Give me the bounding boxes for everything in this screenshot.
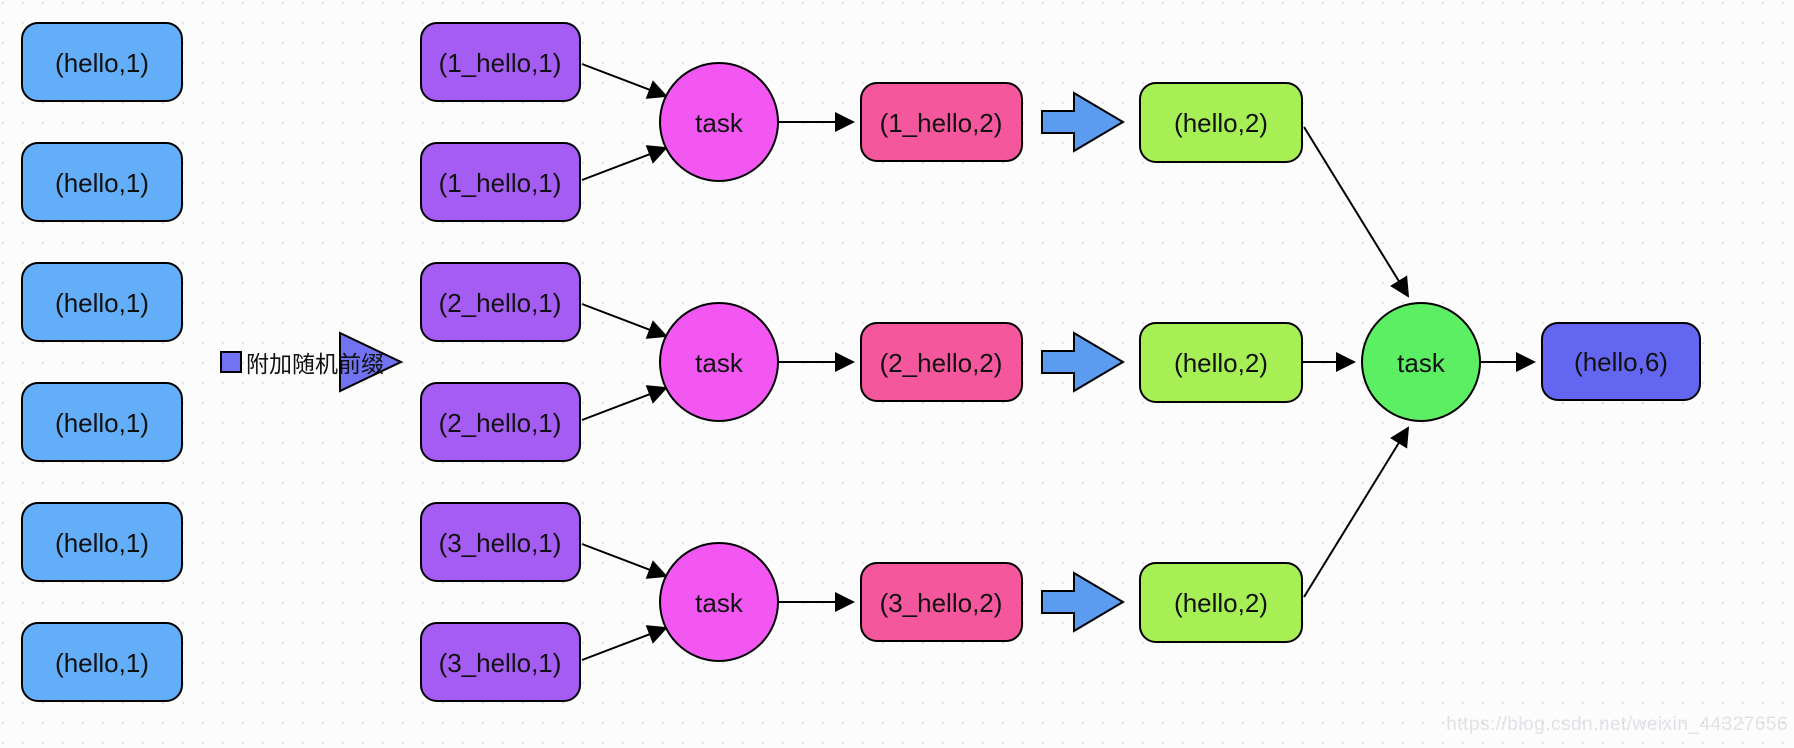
final-result-box-label: (hello,6) [1574,347,1668,377]
prefixed-box-label: (1_hello,1) [439,48,562,78]
source-box-label: (hello,1) [55,288,149,318]
source-column: (hello,1) (hello,1) (hello,1) (hello,1) … [21,22,183,702]
prefix-step: 附加随机前缀 [220,331,404,393]
partial-agg-box [860,82,1023,162]
partial-agg-column: (1_hello,2) (2_hello,2) (3_hello,2) [860,82,1023,642]
edge-arrow [581,145,668,181]
prefix-step-arrowhead [339,331,404,393]
prefixed-box [420,142,581,222]
prefixed-box [420,502,581,582]
prefixed-box [420,622,581,702]
source-box [21,22,183,102]
edge-arrow [1303,426,1410,598]
source-box-label: (hello,1) [55,168,149,198]
source-box-label: (hello,1) [55,528,149,558]
source-box-label: (hello,1) [55,408,149,438]
source-box-label: (hello,1) [55,48,149,78]
map-task-label: task [695,588,744,618]
map-task-circle [659,302,779,422]
reduce-task-circle [1361,302,1481,422]
deprefixed-box [1139,562,1303,643]
prefixed-box-label: (1_hello,1) [439,168,562,198]
partial-agg-box [860,562,1023,642]
source-box [21,142,183,222]
source-box [21,262,183,342]
block-arrow-icon [1041,91,1125,153]
prefixed-box-label: (3_hello,1) [439,528,562,558]
deprefixed-box-label: (hello,2) [1174,108,1268,138]
map-task-circle [659,62,779,182]
edge-arrow [581,543,668,579]
prefixed-box-label: (3_hello,1) [439,648,562,678]
final-result: (hello,6) [1541,322,1701,401]
prefixed-column: (1_hello,1) (1_hello,1) (2_hello,1) (2_h… [420,22,581,702]
deprefixed-box [1139,322,1303,403]
prefixed-box [420,22,581,102]
deprefixed-column: (hello,2) (hello,2) (hello,2) [1139,82,1303,643]
edge-arrow [581,303,668,339]
edges-to-map-tasks [581,63,668,661]
partial-agg-box [860,322,1023,402]
block-arrows [1041,91,1125,633]
partial-agg-box-label: (3_hello,2) [880,588,1003,618]
final-result-box [1541,322,1701,401]
source-box [21,502,183,582]
partial-agg-box-label: (1_hello,2) [880,108,1003,138]
source-box [21,622,183,702]
watermark: https://blog.csdn.net/weixin_44327656 [1446,714,1788,735]
prefixed-box-label: (2_hello,1) [439,408,562,438]
map-task-circles: task task task [659,62,779,662]
prefixed-box [420,262,581,342]
edge-arrow [1303,126,1410,298]
edges-to-final-task [1303,126,1410,598]
map-task-circle [659,542,779,662]
prefix-step-label: 附加随机前缀 [246,351,384,377]
edges-to-partial-results [779,112,855,612]
map-task-label: task [695,348,744,378]
source-box [21,382,183,462]
prefix-step-marker [220,351,242,373]
deprefixed-box-label: (hello,2) [1174,588,1268,618]
block-arrow-icon [1041,571,1125,633]
prefixed-box-label: (2_hello,1) [439,288,562,318]
edge-arrow [581,385,668,421]
block-arrow-icon [1041,331,1125,393]
edge-arrow [581,63,668,99]
prefixed-box [420,382,581,462]
deprefixed-box [1139,82,1303,163]
source-box-label: (hello,1) [55,648,149,678]
edge-arrow [581,625,668,661]
map-task-label: task [695,108,744,138]
final-task: task [1361,302,1481,422]
reduce-task-label: task [1397,348,1446,378]
partial-agg-box-label: (2_hello,2) [880,348,1003,378]
deprefixed-box-label: (hello,2) [1174,348,1268,378]
